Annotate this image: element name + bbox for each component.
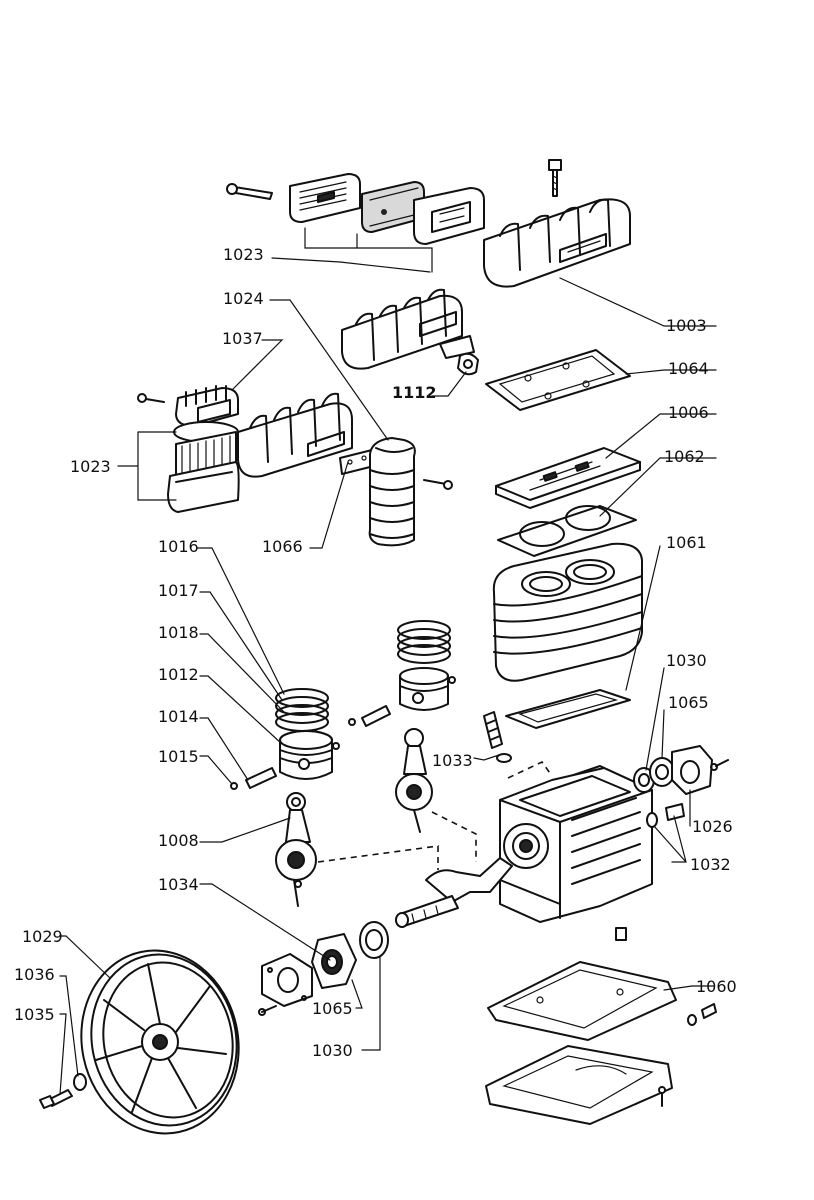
label-1034: 1034 (158, 875, 199, 894)
cylinder-block-1061 (492, 542, 643, 682)
bolt-1033 (483, 711, 512, 763)
cylinder-base-gasket (505, 689, 631, 729)
label-1023-left: 1023 (70, 457, 111, 476)
connecting-rod-right (395, 728, 433, 833)
label-1026: 1026 (692, 817, 733, 836)
cover-screw-right (710, 759, 729, 771)
label-1012: 1012 (158, 665, 199, 684)
intake-cover-screw (137, 393, 165, 403)
bearing-cover-1026 (671, 745, 713, 795)
label-1060: 1060 (696, 977, 737, 996)
crankcase (499, 765, 653, 923)
seal-1065-right (649, 757, 675, 787)
leader-lines (59, 277, 717, 1095)
piston-rings-1016 (275, 688, 329, 732)
label-1037: 1037 (222, 329, 263, 348)
bearing-housing-1034 (311, 933, 357, 989)
label-1061: 1061 (666, 533, 707, 552)
label-1033: 1033 (432, 751, 473, 770)
connecting-rod-1008 (275, 792, 317, 907)
circlip-right (332, 742, 340, 750)
base-gasket-1060 (487, 961, 677, 1041)
valve-plate-gasket-1062 (497, 505, 637, 557)
bolt-1035 (39, 1089, 73, 1109)
wrist-pin-1014 (245, 767, 277, 789)
assembly-dashed-lines (317, 760, 553, 870)
label-1017: 1017 (158, 581, 199, 600)
valve-plate-1006 (495, 447, 641, 509)
head-bolt-top (548, 159, 562, 197)
label-1032: 1032 (690, 855, 731, 874)
label-1014: 1014 (158, 707, 199, 726)
finned-manifold (368, 437, 416, 547)
label-1035: 1035 (14, 1005, 55, 1024)
cylinder-head-left (341, 288, 463, 370)
label-1065-left: 1065 (312, 999, 353, 1018)
label-1062: 1062 (664, 447, 705, 466)
circlip-1015 (230, 782, 238, 790)
cylinder-head-right (483, 198, 631, 288)
label-1018: 1018 (158, 623, 199, 642)
air-filter-screw (226, 183, 273, 200)
bolt-1032 (646, 803, 685, 828)
head-gasket-1064 (485, 349, 631, 411)
label-1064: 1064 (668, 359, 709, 378)
wrist-pin-right (348, 676, 456, 727)
filter-stack-1023-left (167, 421, 240, 513)
air-filter-cover-front (289, 173, 361, 223)
pipe-fitting-1112 (439, 335, 479, 376)
head-cap-1037 (175, 385, 239, 427)
gasket-washer (687, 1003, 717, 1026)
label-1112: 1112 (392, 383, 437, 402)
label-1016: 1016 (158, 537, 199, 556)
piston-rings-right (397, 620, 451, 664)
bearing-cover-left (261, 953, 313, 1007)
bearing-1030-right (633, 767, 655, 793)
label-1030-right: 1030 (666, 651, 707, 670)
label-1015: 1015 (158, 747, 199, 766)
label-1023-top: 1023 (223, 245, 264, 264)
piston-1012 (279, 730, 333, 780)
air-filter-cover-back (413, 187, 485, 245)
piston-right (399, 667, 449, 711)
label-1066: 1066 (262, 537, 303, 556)
label-1008: 1008 (158, 831, 199, 850)
label-1024: 1024 (223, 289, 264, 308)
label-1006: 1006 (668, 403, 709, 422)
bottom-plate (485, 1045, 673, 1125)
flywheel-1029 (80, 949, 240, 1135)
manifold-screw (423, 479, 453, 490)
label-1003: 1003 (666, 316, 707, 335)
crankshaft (395, 857, 513, 928)
cylinder-head-left-lower (237, 392, 353, 478)
cover-screw-left (258, 1005, 277, 1016)
label-1036: 1036 (14, 965, 55, 984)
washer-1036 (73, 1073, 87, 1091)
leader-1023-top (271, 227, 433, 273)
label-1065-right: 1065 (668, 693, 709, 712)
label-1030-left: 1030 (312, 1041, 353, 1060)
bottom-screw (658, 1086, 666, 1107)
part-labels: 1023 1024 1003 1037 1064 1112 1006 1062 … (14, 245, 737, 1060)
bearing-1030-left (359, 921, 389, 959)
label-1029: 1029 (22, 927, 63, 946)
oil-plug (615, 927, 627, 941)
